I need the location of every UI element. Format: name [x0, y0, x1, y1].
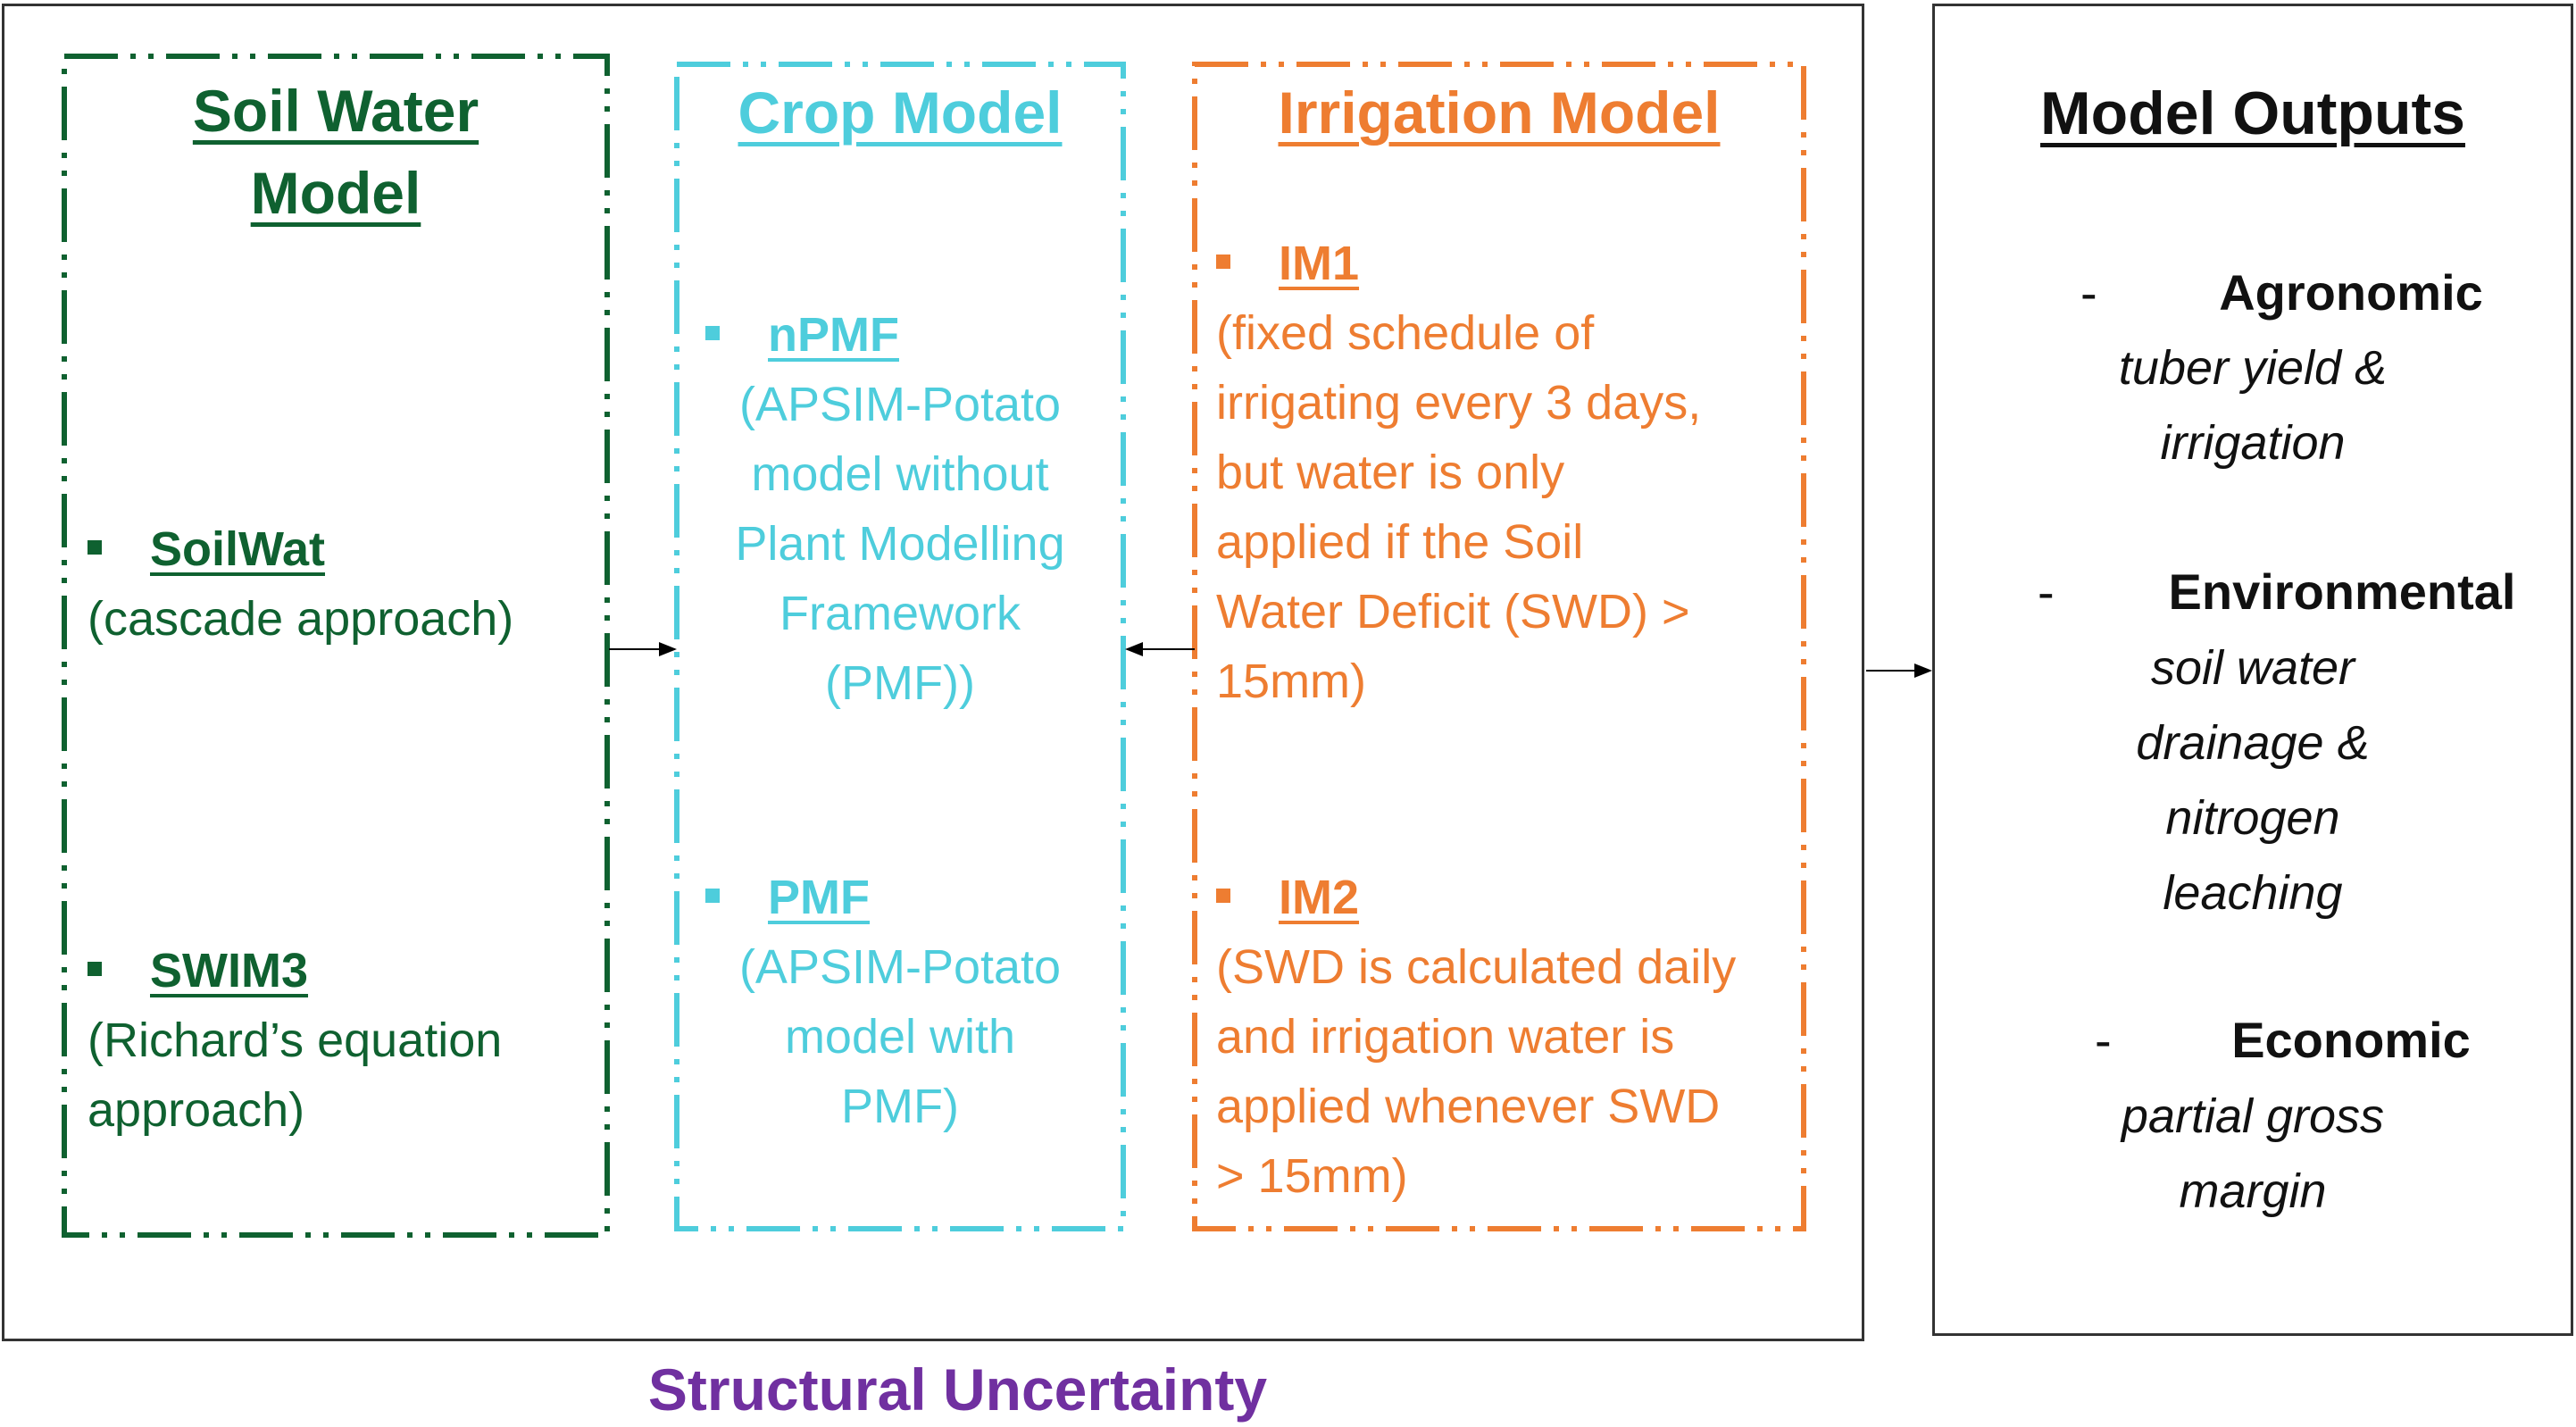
npmf-desc-line: model without — [751, 447, 1049, 501]
square-bullet-icon — [88, 961, 102, 976]
swim3-desc-line1: (Richard’s equation — [88, 1014, 503, 1067]
im1-desc-line: (fixed schedule of — [1216, 306, 1595, 360]
dash-bullet-icon: - — [2080, 264, 2097, 321]
square-bullet-icon — [1216, 254, 1230, 269]
environmental-desc-line: nitrogen — [2165, 791, 2340, 845]
agronomic-category: Agronomic — [2219, 264, 2483, 321]
irrigation-model-frame — [1192, 62, 1806, 1231]
environmental-desc-line: soil water — [2150, 641, 2355, 695]
im2-desc-line: (SWD is calculated daily — [1216, 940, 1737, 994]
npmf-name: nPMF — [768, 308, 899, 362]
soilwat-item: SoilWat (cascade approach) — [88, 514, 513, 654]
swim3-name: SWIM3 — [150, 944, 309, 997]
swim3-desc-line2: approach) — [88, 1083, 305, 1137]
dash-bullet-icon: - — [2038, 563, 2055, 620]
npmf-item: nPMF (APSIM-Potato model without Plant M… — [677, 300, 1123, 718]
structural-uncertainty-box — [2, 4, 1864, 1341]
irrigation-model-title: Irrigation Model — [1278, 79, 1721, 146]
soil-water-model-title: Soil Water Model — [64, 70, 607, 234]
im2-item: IM2 (SWD is calculated daily and irrigat… — [1216, 863, 1736, 1211]
model-outputs-title: Model Outputs — [2040, 79, 2465, 147]
pmf-name: PMF — [768, 871, 870, 924]
npmf-desc-line: Framework — [779, 587, 1021, 640]
environmental-desc-line: leaching — [2163, 866, 2343, 920]
environmental-desc: soil water drainage & nitrogen leaching — [1932, 630, 2573, 930]
swim3-item: SWIM3 (Richard’s equation approach) — [88, 936, 502, 1145]
im2-name: IM2 — [1279, 871, 1360, 924]
im1-desc-line: 15mm) — [1216, 655, 1367, 708]
im1-desc-line: Water Deficit (SWD) > — [1216, 585, 1690, 638]
environmental-desc-line: drainage & — [2136, 716, 2370, 770]
economic-desc-line: partial gross — [2121, 1089, 2385, 1143]
economic-category: Economic — [2231, 1012, 2471, 1068]
soilwat-name: SoilWat — [150, 522, 325, 576]
agronomic-desc-line: tuber yield & — [2118, 341, 2388, 395]
economic-desc: partial gross margin — [1932, 1079, 2573, 1229]
environmental-category: Environmental — [2168, 563, 2516, 620]
agronomic-desc-line: irrigation — [2160, 416, 2346, 470]
crop-model-title: Crop Model — [738, 79, 1063, 146]
npmf-desc-line: (PMF)) — [825, 656, 975, 710]
square-bullet-icon — [1216, 888, 1230, 903]
im1-desc-line: applied if the Soil — [1216, 515, 1584, 569]
structural-uncertainty-label: Structural Uncertainty — [647, 1356, 1268, 1423]
crop-model-frame — [674, 62, 1126, 1231]
im2-desc-line: applied whenever SWD — [1216, 1080, 1721, 1133]
npmf-desc-line: Plant Modelling — [735, 517, 1065, 571]
model-outputs-box — [1932, 4, 2573, 1336]
im1-item: IM1 (fixed schedule of irrigating every … — [1216, 229, 1701, 716]
im1-name: IM1 — [1279, 237, 1360, 290]
im1-desc-line: irrigating every 3 days, — [1216, 376, 1702, 430]
square-bullet-icon — [88, 539, 102, 555]
npmf-desc-line: (APSIM-Potato — [738, 378, 1062, 431]
im2-desc-line: > 15mm) — [1216, 1149, 1408, 1203]
square-bullet-icon — [705, 325, 720, 340]
pmf-desc-line: PMF) — [841, 1080, 959, 1133]
pmf-desc-line: (APSIM-Potato — [738, 940, 1062, 994]
soil-water-model-frame — [62, 54, 610, 1238]
soil-water-title-line1: Soil Water — [192, 78, 479, 144]
im2-desc-line: and irrigation water is — [1216, 1010, 1675, 1064]
agronomic-desc: tuber yield & irrigation — [1932, 330, 2573, 480]
square-bullet-icon — [705, 888, 720, 903]
soil-water-title-line2: Model — [250, 160, 421, 226]
pmf-item: PMF (APSIM-Potato model with PMF) — [677, 863, 1123, 1141]
pmf-desc-line: model with — [784, 1010, 1016, 1064]
im1-desc-line: but water is only — [1216, 446, 1565, 499]
economic-desc-line: margin — [2179, 1164, 2327, 1218]
soilwat-desc: (cascade approach) — [88, 592, 514, 646]
dash-bullet-icon: - — [2095, 1012, 2112, 1068]
